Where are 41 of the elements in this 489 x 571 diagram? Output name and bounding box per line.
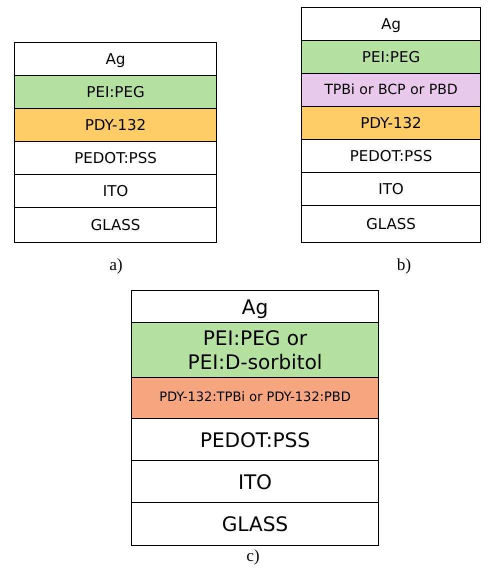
layer-label: Ag xyxy=(104,50,126,68)
layer-box xyxy=(301,106,481,140)
layer-box xyxy=(301,7,481,41)
layer-box xyxy=(131,322,379,378)
layer-box xyxy=(14,174,217,208)
layer-label: PEDOT:PSS xyxy=(73,149,158,167)
layer-box xyxy=(14,75,217,109)
layer-box xyxy=(301,205,481,243)
layer-box xyxy=(131,460,379,503)
layer-label: GLASS xyxy=(90,216,142,234)
layer-box xyxy=(14,141,217,175)
layer-label: Ag xyxy=(240,294,270,318)
layer-label: ITO xyxy=(377,180,405,198)
layer-box xyxy=(131,418,379,461)
layer-label: ITO xyxy=(237,470,273,494)
layer-label: PEDOT:PSS xyxy=(348,147,434,165)
layer-box xyxy=(131,502,379,546)
layer-label: PDY-132:TPBi or PDY-132:PBD xyxy=(158,390,352,406)
layer-label: PEDOT:PSS xyxy=(198,428,312,452)
panel-label: c) xyxy=(246,547,260,566)
layer-label: Ag xyxy=(380,15,402,33)
panel-label: b) xyxy=(396,256,412,275)
layer-box xyxy=(14,207,217,243)
layer-box xyxy=(131,290,379,323)
layer-label: PDY-132 xyxy=(84,116,148,134)
layer-label: PEI:PEG xyxy=(360,48,422,66)
layer-label: GLASS xyxy=(220,512,290,536)
layer-box xyxy=(301,73,481,107)
layer-label: PEI:PEG xyxy=(85,83,146,101)
layer-label: PEI:PEG or PEI:D-sorbitol xyxy=(186,326,324,374)
layer-box xyxy=(301,40,481,74)
layer-box xyxy=(14,108,217,142)
panel-label: a) xyxy=(109,256,123,275)
layer-box xyxy=(301,172,481,206)
layer-label: TPBi or BCP or PBD xyxy=(323,82,459,98)
layer-box xyxy=(14,42,217,76)
layer-label: ITO xyxy=(102,182,130,200)
layer-label: GLASS xyxy=(365,215,417,233)
layer-label: PDY-132 xyxy=(359,114,423,132)
layer-box xyxy=(301,139,481,173)
layer-box xyxy=(131,377,379,419)
